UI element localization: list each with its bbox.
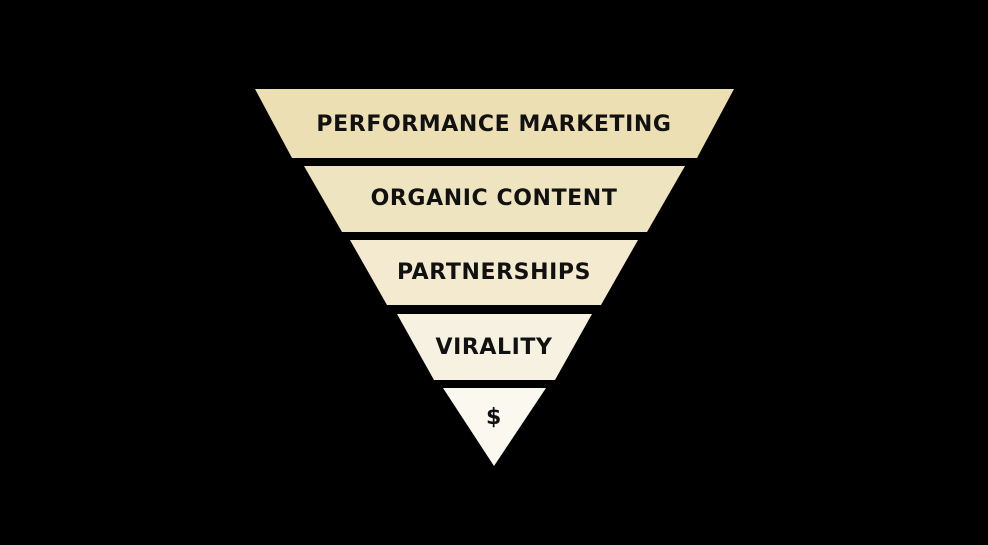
funnel-tier-3-label: PARTNERSHIPS (397, 260, 591, 285)
funnel-tier-2: ORGANIC CONTENT (304, 166, 685, 232)
funnel-tier-5-shape (443, 388, 546, 466)
funnel-tier-4-shape (397, 314, 592, 380)
funnel-tier-5: $ (443, 388, 546, 466)
funnel-tier-2-shape (304, 166, 685, 232)
funnel-tier-1-label: PERFORMANCE MARKETING (316, 112, 671, 137)
funnel-tier-3: PARTNERSHIPS (350, 240, 638, 305)
funnel-tier-4-label: VIRALITY (435, 335, 553, 360)
funnel-tier-1-shape (255, 89, 734, 158)
funnel-tier-5-label: $ (486, 405, 502, 430)
funnel-tier-2-label: ORGANIC CONTENT (371, 186, 618, 211)
funnel-tier-1: PERFORMANCE MARKETING (255, 89, 734, 158)
funnel-tier-4: VIRALITY (397, 314, 592, 380)
funnel-tier-3-shape (350, 240, 638, 305)
